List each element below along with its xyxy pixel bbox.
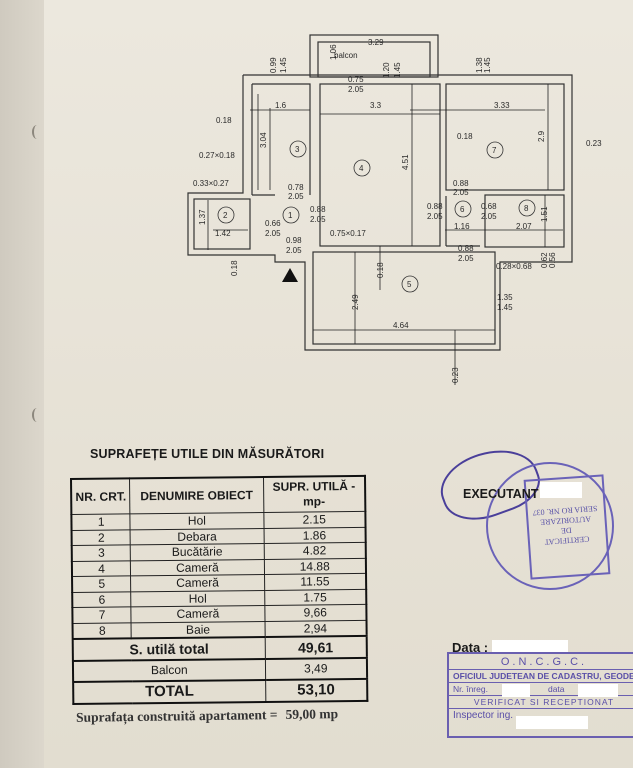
- svg-text:1.45: 1.45: [483, 57, 492, 73]
- room-2-wall: [193, 198, 251, 250]
- svg-text:0.75×0.17: 0.75×0.17: [330, 229, 366, 238]
- svg-text:0.18: 0.18: [457, 132, 473, 141]
- svg-text:1.42: 1.42: [215, 229, 231, 238]
- dimension-labels: 3.29 1.06 1.20 1.45 0.99 1.45 0.75 2.05 …: [193, 38, 602, 383]
- svg-text:2.9: 2.9: [537, 130, 546, 142]
- svg-text:1.45: 1.45: [393, 62, 402, 78]
- room-7-marker: [486, 141, 504, 159]
- redaction: [516, 716, 588, 729]
- svg-text:0.98: 0.98: [286, 236, 302, 245]
- svg-text:2.05: 2.05: [458, 254, 474, 263]
- svg-text:0.62: 0.62: [540, 252, 549, 268]
- svg-text:2.07: 2.07: [516, 222, 532, 231]
- svg-text:2.05: 2.05: [348, 85, 364, 94]
- svg-text:3.33: 3.33: [494, 101, 510, 110]
- room-number: 4: [359, 164, 364, 173]
- room-number: 3: [295, 145, 300, 154]
- redaction: [578, 684, 618, 697]
- room-8-wall: [484, 194, 565, 248]
- svg-text:0.78: 0.78: [288, 183, 304, 192]
- svg-text:1.6: 1.6: [275, 101, 287, 110]
- room-number: 7: [492, 146, 497, 155]
- svg-text:0.28×0.68: 0.28×0.68: [496, 262, 532, 271]
- outer-wall: [187, 74, 573, 351]
- svg-text:0.88: 0.88: [453, 179, 469, 188]
- floor-plan: 3 4 7 6 8 1 2 5 balcon 3.29 1.06 1.20 1.…: [187, 34, 602, 385]
- svg-text:2.05: 2.05: [265, 229, 281, 238]
- room-3-marker: [289, 140, 307, 158]
- svg-text:0.18: 0.18: [216, 116, 232, 125]
- svg-text:2.05: 2.05: [427, 212, 443, 221]
- svg-text:4.51: 4.51: [401, 154, 410, 170]
- redaction: [540, 482, 582, 498]
- room-5-marker: [401, 275, 419, 293]
- header-name: DENUMIRE OBIECT: [129, 476, 264, 514]
- header-area: SUPR. UTILĂ -mp-: [263, 475, 366, 513]
- svg-text:1.37: 1.37: [198, 209, 207, 225]
- svg-text:2.05: 2.05: [286, 246, 302, 255]
- svg-text:1.16: 1.16: [454, 222, 470, 231]
- date-label: Data :: [452, 640, 489, 655]
- svg-text:3.04: 3.04: [259, 132, 268, 148]
- svg-text:2.05: 2.05: [453, 188, 469, 197]
- svg-text:0.27×0.18: 0.27×0.18: [199, 151, 235, 160]
- svg-text:3.3: 3.3: [370, 101, 382, 110]
- svg-text:1.35: 1.35: [497, 293, 513, 302]
- table-title: SUPRAFEȚE UTILE DIN MĂSURĂTORI: [90, 447, 325, 461]
- redaction: [492, 640, 568, 654]
- svg-text:1.20: 1.20: [382, 62, 391, 78]
- svg-text:4.64: 4.64: [393, 321, 409, 330]
- svg-text:1.51: 1.51: [540, 206, 549, 222]
- svg-text:0.75: 0.75: [348, 75, 364, 84]
- room-2-marker: [217, 206, 235, 224]
- svg-text:0.99: 0.99: [269, 57, 278, 73]
- svg-text:0.23: 0.23: [586, 139, 602, 148]
- room-7-wall: [445, 83, 565, 191]
- executant-label: EXECUTANT: [463, 487, 539, 501]
- svg-text:0.88: 0.88: [458, 244, 474, 253]
- svg-text:1.45: 1.45: [279, 57, 288, 73]
- room-1-marker: [282, 206, 300, 224]
- room-number: 2: [223, 211, 228, 220]
- round-stamp: [486, 462, 614, 590]
- header-nr: NR. CRT.: [71, 478, 131, 515]
- svg-text:1.45: 1.45: [497, 303, 513, 312]
- punch-hole: [32, 125, 42, 139]
- punch-hole: [32, 408, 42, 422]
- room-6-marker: [454, 200, 472, 218]
- room-4-marker: [353, 159, 371, 177]
- svg-text:3.29: 3.29: [368, 38, 384, 47]
- svg-text:2.05: 2.05: [288, 192, 304, 201]
- room-number: 5: [407, 280, 412, 289]
- room-number: 1: [288, 211, 293, 220]
- svg-text:1.06: 1.06: [329, 44, 338, 60]
- svg-text:2.49: 2.49: [351, 294, 360, 310]
- table-header: NR. CRT. DENUMIRE OBIECT SUPR. UTILĂ -mp…: [71, 475, 366, 515]
- svg-text:0.18: 0.18: [230, 260, 239, 276]
- svg-text:1.38: 1.38: [475, 57, 484, 73]
- redaction: [502, 684, 530, 697]
- room-number: 6: [460, 205, 465, 214]
- svg-text:2.05: 2.05: [481, 212, 497, 221]
- oncgc-stamp: O.N.C.G.C. OFICIUL JUDETEAN DE CADASTRU,…: [447, 652, 633, 738]
- room-5-wall: [312, 251, 496, 345]
- svg-text:0.68: 0.68: [481, 202, 497, 211]
- entrance-marker: [282, 268, 298, 282]
- svg-text:0.23: 0.23: [451, 367, 460, 383]
- svg-text:0.56: 0.56: [548, 252, 557, 268]
- svg-text:0.18: 0.18: [376, 262, 385, 278]
- svg-text:0.33×0.27: 0.33×0.27: [193, 179, 229, 188]
- room-number: 8: [524, 204, 529, 213]
- balcony-label: balcon: [334, 51, 358, 60]
- svg-text:0.88: 0.88: [427, 202, 443, 211]
- room-8-marker: [518, 199, 536, 217]
- areas-table: NR. CRT. DENUMIRE OBIECT SUPR. UTILĂ -mp…: [70, 474, 369, 705]
- svg-text:0.66: 0.66: [265, 219, 281, 228]
- svg-text:2.05: 2.05: [310, 215, 326, 224]
- svg-text:0.88: 0.88: [310, 205, 326, 214]
